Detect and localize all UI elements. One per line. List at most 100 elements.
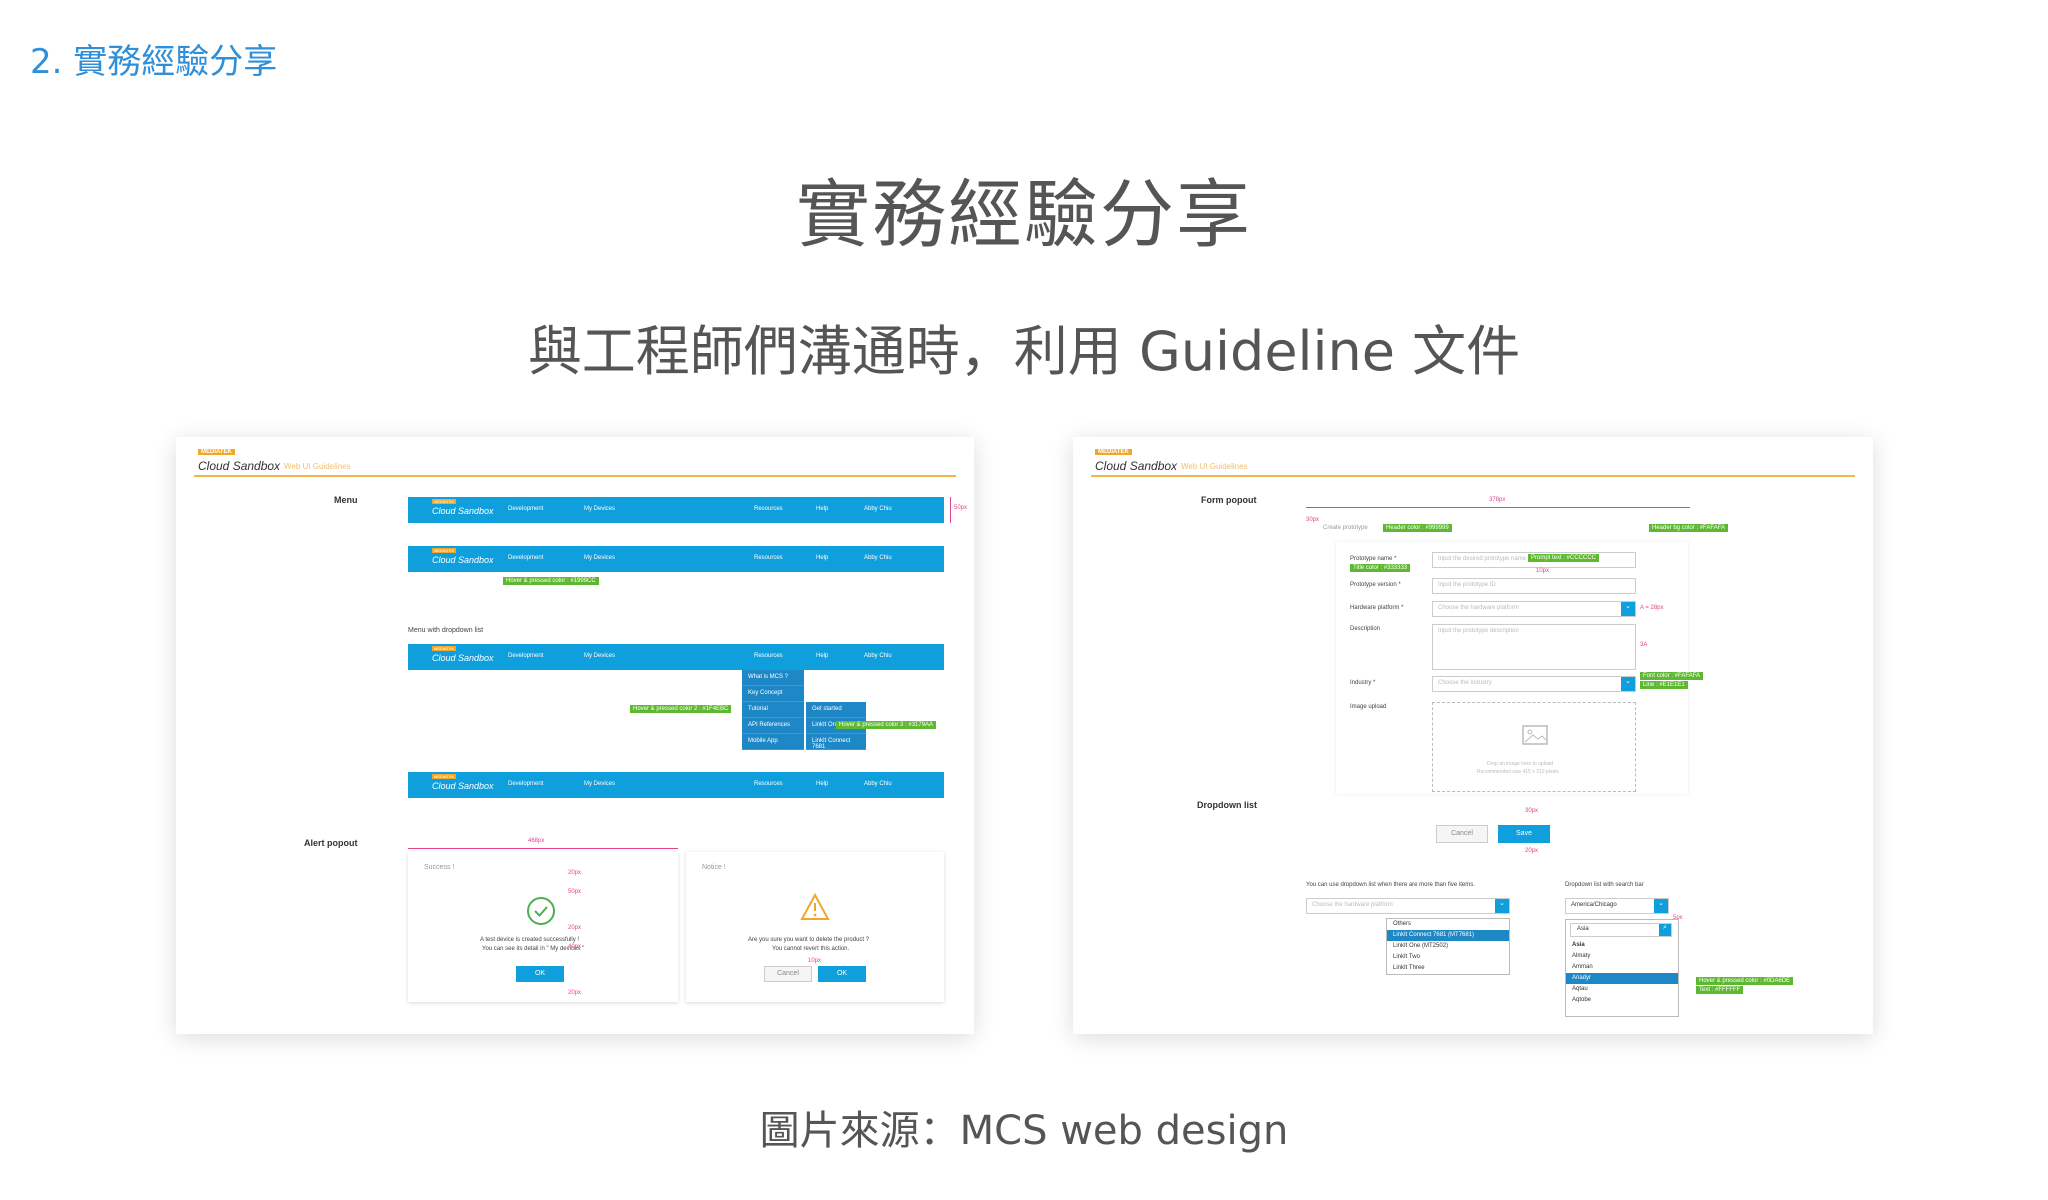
nav-user[interactable]: Abby Chiu	[864, 653, 892, 659]
timezone-select[interactable]: America/Chicago ⌄	[1565, 898, 1669, 914]
image-upload-dropzone[interactable]: Drop an image here to upload Recommended…	[1432, 702, 1636, 792]
create-prototype-form: Prototype name * Title color : #333333 I…	[1336, 542, 1704, 794]
nav-development[interactable]: Development	[508, 653, 544, 659]
section-label: 2. 實務經驗分享	[30, 42, 278, 82]
nav-resources[interactable]: Resources	[754, 555, 783, 561]
dimension-label: 468px	[528, 838, 545, 844]
dimension-label: 30px	[1306, 517, 1320, 523]
color-annotation-tag: Hover & pressed color 3 : #3179AA	[836, 721, 937, 729]
nav-user[interactable]: Abby Chiu	[864, 781, 892, 787]
nav-my-devices[interactable]: My Devices	[584, 653, 616, 659]
color-annotation-tag: Hover & pressed color : #1999CC	[503, 577, 599, 585]
ok-button[interactable]: OK	[818, 966, 866, 982]
color-annotation-tag: Hover & pressed color : #0DA6DE	[1696, 977, 1794, 985]
select-placeholder: Choose the hardware platform	[1438, 605, 1519, 611]
list-item[interactable]: LinkIt Three	[1393, 965, 1425, 971]
nav-resources[interactable]: Resources	[754, 506, 783, 512]
color-annotation-tag: Prompt text : #CCCCCC	[1528, 554, 1600, 562]
nav-user[interactable]: Abby Chiu	[864, 506, 892, 512]
field-label: Prototype name *	[1350, 556, 1397, 562]
list-item[interactable]: LinkIt Two	[1393, 954, 1420, 960]
alert-message: You cannot revert this action.	[772, 946, 850, 952]
save-button[interactable]: Save	[1498, 825, 1550, 843]
timezone-search-input[interactable]: Asia ⌕	[1570, 923, 1672, 937]
chevron-down-icon[interactable]: ⌄	[1654, 899, 1668, 913]
form-title: Create prototype	[1323, 525, 1368, 531]
nav-development[interactable]: Development	[508, 781, 544, 787]
platform-options-list: Others LinkIt Connect 7681 (MT7681) Link…	[1386, 918, 1510, 975]
list-item[interactable]: Amman	[1572, 964, 1593, 970]
list-item[interactable]: Aqtau	[1572, 986, 1588, 992]
navbar-example-1: MEDIATEK Cloud Sandbox Development My De…	[408, 497, 944, 523]
mediatek-logo: MEDIATEK	[1095, 449, 1132, 455]
dropdown-item[interactable]: Key Concept	[742, 686, 804, 702]
nav-resources[interactable]: Resources	[754, 781, 783, 787]
hardware-platform-select[interactable]: Choose the hardware platform ⌄	[1432, 601, 1636, 617]
dropdown-item[interactable]: API References	[742, 718, 804, 734]
submenu-item[interactable]: LinkIt Connect 7681	[806, 734, 866, 750]
industry-select[interactable]: Choose the Industry ⌄	[1432, 676, 1636, 692]
success-alert-example: Success ! A test device is created succe…	[408, 852, 678, 1002]
list-item[interactable]: Others	[1393, 921, 1412, 927]
search-icon[interactable]: ⌕	[1659, 924, 1671, 936]
nav-development[interactable]: Development	[508, 555, 544, 561]
platform-select[interactable]: Choose the hardware platform ⌄	[1306, 898, 1510, 914]
nav-user[interactable]: Abby Chiu	[864, 555, 892, 561]
cancel-button[interactable]: Cancel	[1436, 825, 1488, 843]
description-textarea[interactable]: Input the prototype description	[1432, 624, 1636, 670]
color-annotation-tag: Text : #FFFFFF	[1696, 986, 1744, 994]
product-name: Cloud Sandbox	[432, 555, 494, 565]
dimension-label: 30px	[1525, 808, 1539, 814]
nav-my-devices[interactable]: My Devices	[584, 506, 616, 512]
dropdown-note: Dropdown list with search bar	[1565, 882, 1644, 888]
prototype-version-input[interactable]: Input the prototype ID	[1432, 578, 1636, 594]
select-value: America/Chicago	[1571, 902, 1617, 908]
nav-help[interactable]: Help	[816, 781, 829, 787]
dimension-label: A = 28px	[1640, 605, 1664, 611]
check-circle-icon	[527, 897, 555, 925]
color-annotation-tag: Header color : #999999	[1383, 524, 1452, 532]
alert-message: You can see its detail in " My devices "	[482, 946, 585, 952]
list-item[interactable]: Aqtobe	[1572, 997, 1592, 1003]
dropdown-item[interactable]: Tutorial	[742, 702, 804, 718]
guideline-header: MEDIATEK Cloud Sandbox Web UI Guidelines	[1091, 447, 1855, 477]
nav-development[interactable]: Development	[508, 506, 544, 512]
cancel-button[interactable]: Cancel	[764, 966, 812, 982]
submenu-item[interactable]: Get started	[806, 702, 866, 718]
list-item[interactable]: Anadyr	[1566, 973, 1678, 984]
nav-my-devices[interactable]: My Devices	[584, 555, 616, 561]
dimension-label: 20px	[568, 870, 582, 876]
warning-triangle-icon	[800, 892, 830, 920]
mediatek-logo: MEDIATEK	[432, 548, 457, 553]
image-icon	[1522, 725, 1548, 745]
chevron-down-icon[interactable]: ⌄	[1621, 602, 1635, 616]
nav-resources[interactable]: Resources	[754, 653, 783, 659]
dimension-label: 3A	[1640, 642, 1648, 648]
mediatek-logo: MEDIATEK	[432, 646, 457, 651]
resources-dropdown: What is MCS ? Key Concept Tutorial API R…	[742, 670, 804, 750]
nav-help[interactable]: Help	[816, 506, 829, 512]
list-item[interactable]: LinkIt One (MT2502)	[1393, 943, 1449, 949]
dimension-line	[950, 497, 951, 523]
chevron-down-icon[interactable]: ⌄	[1495, 899, 1509, 913]
dropdown-item[interactable]: Mobile App	[742, 734, 804, 750]
dimension-line	[1306, 507, 1690, 508]
image-source-caption: 圖片來源：MCS web design	[759, 1108, 1289, 1154]
guideline-screenshot-menu-alert: MEDIATEK Cloud Sandbox Web UI Guidelines…	[176, 437, 974, 1034]
nav-my-devices[interactable]: My Devices	[584, 781, 616, 787]
submenu-item[interactable]: LinkIt One	[806, 718, 866, 734]
dimension-label: 10px	[808, 958, 822, 964]
dropdown-item[interactable]: What is MCS ?	[742, 670, 804, 686]
nav-help[interactable]: Help	[816, 555, 829, 561]
menu-section-label: Menu	[334, 495, 358, 505]
form-section-label: Form popout	[1201, 495, 1257, 505]
page-title: 實務經驗分享	[796, 172, 1252, 258]
nav-help[interactable]: Help	[816, 653, 829, 659]
list-item[interactable]: LinkIt Connect 7681 (MT7681)	[1387, 930, 1509, 941]
dropdown-note: You can use dropdown list when there are…	[1306, 882, 1475, 888]
ok-button[interactable]: OK	[516, 966, 564, 982]
chevron-down-icon[interactable]: ⌄	[1621, 677, 1635, 691]
list-item[interactable]: Almaty	[1572, 953, 1591, 959]
dropzone-hint: Drop an image here to upload	[1487, 761, 1554, 767]
dimension-label: 378px	[1489, 497, 1506, 503]
